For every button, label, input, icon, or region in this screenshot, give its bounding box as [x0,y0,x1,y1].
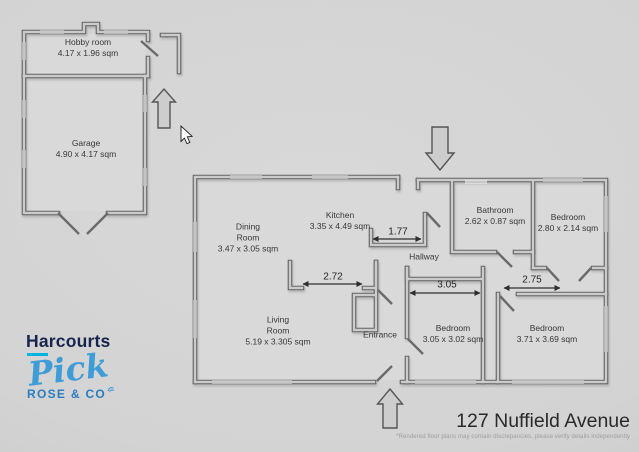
room-dims: 3.71 x 3.69 sqm [516,334,578,344]
label-entrance: Entrance [363,329,397,340]
wall-closet [352,260,378,332]
room-name: Bedroom [550,211,586,222]
window-top-right [465,179,583,183]
room-name: Bathroom [476,204,514,215]
room-dims: 2.62 x 0.87 sqm [464,216,526,226]
brand-underline [27,353,48,356]
windows-core [23,31,607,383]
label-kitchen: Kitchen 3.35 x 4.49 sqm [310,210,370,232]
door-bedroom-mid [407,338,424,355]
dimension-lines [302,236,561,296]
wall-garage [22,74,147,215]
door-garage [57,212,109,235]
room-dims: 3.05 x 3.02 sqm [422,334,484,344]
front-entry-arrow-icon [376,387,404,429]
wall-bedroom-right [496,292,608,384]
room-name: Entrance [362,329,398,340]
door-bathroom [496,251,513,268]
door-front-entry [376,365,393,382]
back-entry-arrow-icon [424,126,456,172]
room-name: Dining Room [235,221,261,243]
harcourts-wordmark: Harcourts [26,331,111,351]
room-name: Garage [71,137,101,148]
room-name: Hobby room [64,36,112,47]
floor-garage [26,78,143,211]
room-dims: 4.90 x 4.17 sqm [55,149,117,159]
door-hobby-porch [140,40,159,57]
room-dims: 3.47 x 3.05 sqm [217,243,279,254]
room-dims: 3.35 x 4.49 sqm [309,221,371,231]
label-bathroom: Bathroom 2.62 x 0.87 sqm [465,205,525,227]
team-sub-text: ROSE & CO [27,386,107,401]
label-bedroom-right: Bedroom 3.71 x 3.69 sqm [517,323,577,345]
door-living-entrance [377,289,393,305]
room-name: Kitchen [325,209,355,220]
dim-label-bedroom-right: 2.75 [522,274,542,286]
property-address: 127 Nuffield Avenue [456,410,630,432]
wall-hallway [369,212,427,247]
room-name: Hallway [409,251,439,262]
door-bedroom-top [546,267,592,282]
team-sub-wordmark: ROSE & CO [27,382,156,401]
room-dims: 4.17 x 1.96 sqm [57,48,119,58]
label-living-room: Living Room 5.19 x 3.305 sqm [245,314,310,347]
label-garage: Garage 4.90 x 4.17 sqm [56,138,116,160]
wall-backdoor-jambs [396,175,420,190]
wall-bathroom [450,180,535,254]
wall-porch [159,32,182,75]
room-name: Living Room [266,314,290,336]
door-back-entry [426,212,441,228]
wall-porch [160,33,181,74]
room-dims: 5.19 x 3.305 sqm [245,336,311,347]
label-dining-room: Dining Room 3.47 x 3.05 sqm [218,221,278,254]
label-bedroom-top: Bedroom 2.80 x 2.14 sqm [538,212,598,234]
disclaimer-text: *Rendered floor plans may contain discre… [396,434,630,440]
floor-hobby [26,34,146,76]
doors-layer [57,40,592,382]
label-hobby-room: Hobby room 4.17 x 1.96 sqm [58,37,118,59]
room-dims: 2.80 x 2.14 sqm [537,223,599,233]
label-bedroom-mid: Bedroom 3.05 x 3.02 sqm [423,323,483,345]
dim-label-hall: 1.77 [388,226,408,238]
wall-hobby [22,22,150,78]
room-name: Bedroom [529,322,565,333]
wall-bedroom-mid [405,266,485,384]
dim-label-living: 2.72 [323,271,343,283]
room-name: Bedroom [435,322,471,333]
floor-main-left [197,179,398,380]
dim-label-bedroom-mid: 3.05 [437,279,457,291]
door-bedroom-right [499,295,515,312]
mouse-cursor-icon [180,124,194,145]
room-floors [26,34,604,380]
label-hallway: Hallway [409,251,439,262]
wall-living-left-stub [288,260,304,290]
north-arrow-icon [150,87,178,129]
fern-icon [107,382,115,396]
agency-logo: Harcourts Pick ROSE & CO [26,331,156,401]
